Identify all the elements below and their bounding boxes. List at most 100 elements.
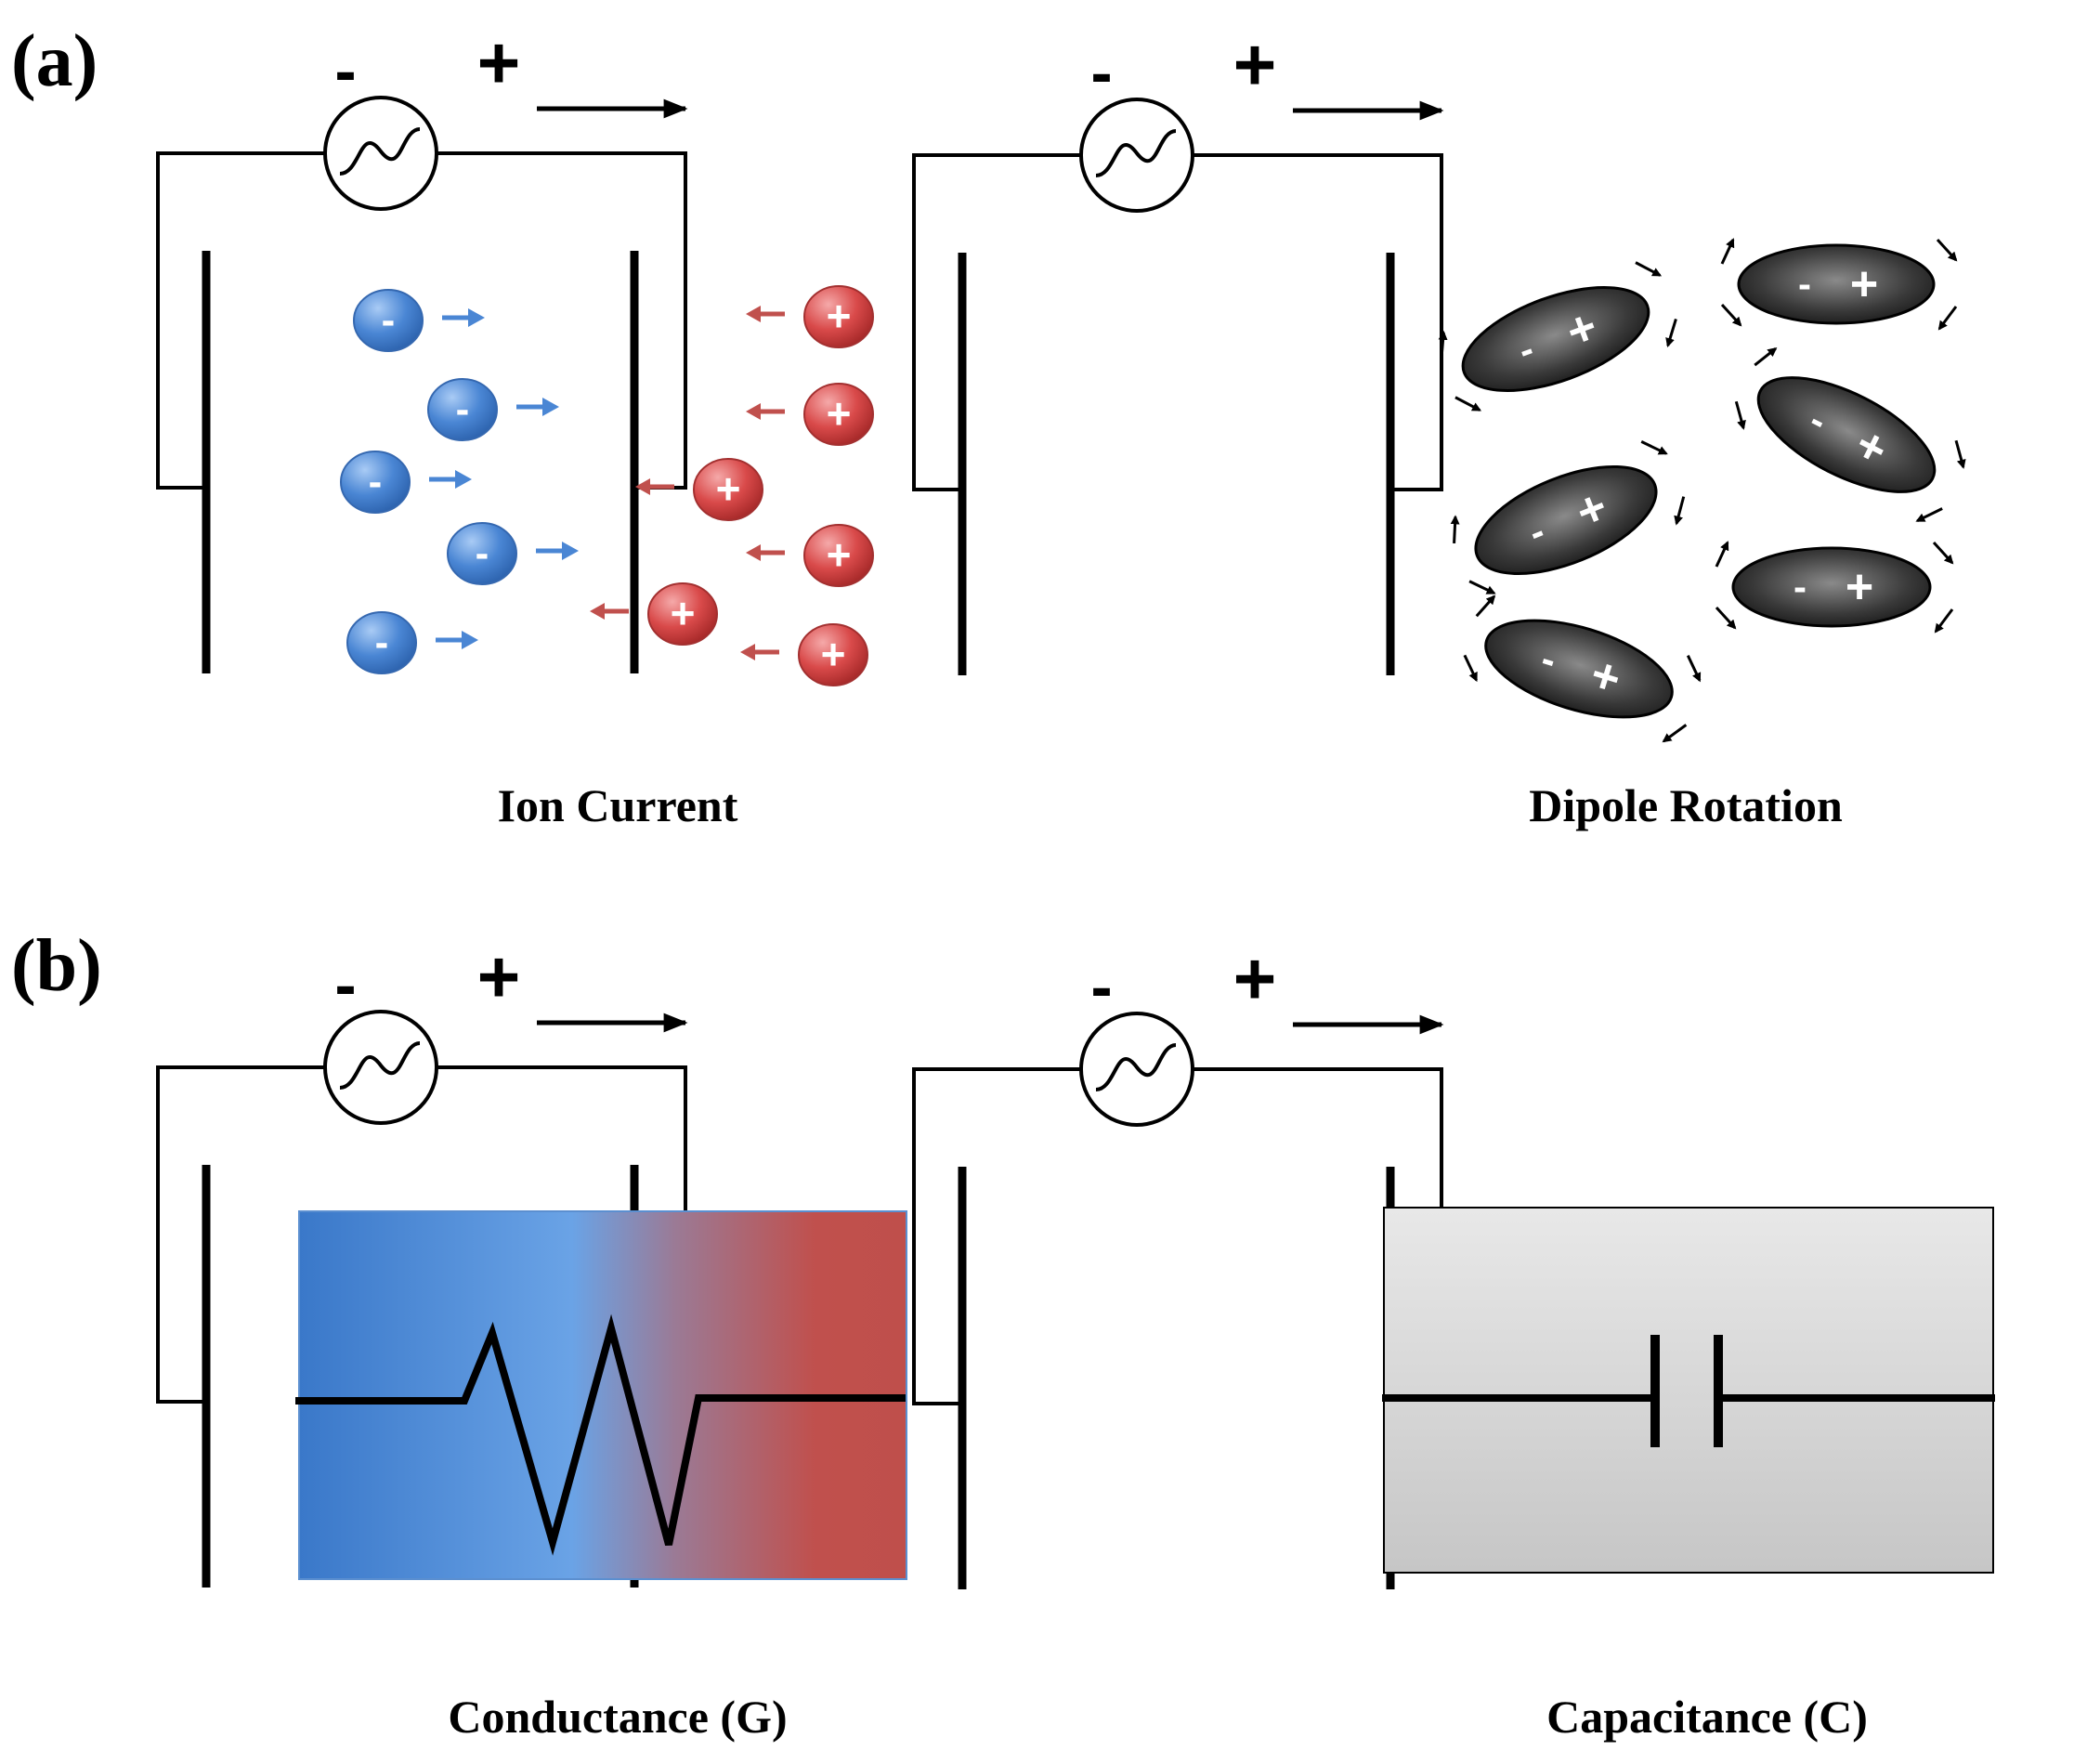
negative-ion: - [340,451,472,514]
ion-polarity-minus: - [334,34,356,107]
positive-ion-sign: + [671,589,696,637]
rotation-arrow-icon [1937,306,1958,331]
negative-ion-body [340,451,411,514]
rotation-arrow-icon [1715,541,1729,568]
negative-ion: - [447,522,579,585]
ion-polarity-plus: + [477,21,521,104]
positive-ion: + [746,524,874,587]
dipole-polarity-minus: - [1090,36,1112,109]
panel-label-a: (a) [11,20,98,102]
positive-ion-sign: + [716,464,741,513]
negative-ion-sign: - [375,620,389,665]
ion-sine-wave-icon [339,127,421,176]
rotation-arrow-icon [1475,595,1496,618]
negative-ion-arrow-head [455,470,472,489]
dipole-minus: - [1794,565,1807,608]
positive-ion-arrow-head [746,306,761,322]
positive-ion: + [740,623,868,686]
capacitance-sine-wave-icon [1095,1043,1177,1091]
capacitance-panel [1382,1207,1995,1574]
dipole-plus: + [1850,257,1878,311]
positive-ion-arrow-head [590,603,605,620]
dipole-molecule: -+ [1734,347,1966,523]
resistor-symbol [295,1313,906,1556]
dipole-sine-wave-icon [1095,129,1177,177]
positive-ion: + [590,582,718,646]
negative-ion-sign: - [369,459,383,504]
dipole-wire-left [912,153,1081,491]
negative-ion-arrow-head [468,308,485,327]
dipole-wire-right [1193,153,1443,491]
rotation-arrow-icon [1640,440,1668,455]
rotation-arrow-icon [1450,515,1460,544]
negative-ion-body [447,522,517,585]
negative-ion: - [353,289,485,352]
positive-ion-sign: + [821,630,846,678]
positive-ion-sign: + [827,530,852,579]
caption-ion-current: Ion Current [498,779,738,831]
ion-wire-left [156,151,325,490]
rotation-arrow-icon [1454,396,1482,412]
ion-circuit: -+ [156,21,688,673]
conductance-wire-left [156,1065,325,1404]
dipole-molecule: -+ [1450,440,1686,595]
positive-ion: + [746,383,874,446]
caption-conductance: Conductance (G) [448,1691,787,1743]
conductance-polarity-minus: - [334,948,356,1021]
rotation-arrow-icon [1936,238,1958,262]
positive-ion-arrow-head [635,478,650,495]
capacitance-polarity-minus: - [1090,950,1112,1023]
positive-ion-body [647,582,718,646]
negative-ion-arrow-head [542,398,559,416]
positive-ion-arrow-head [746,403,761,420]
ion-current-panel: - - - - - + + + + + + [340,285,874,686]
conductance-polarity-plus: + [477,935,521,1018]
rotation-arrow-icon [1954,439,1966,469]
positive-ion-arrow-head [740,644,755,660]
positive-ion-body [798,623,868,686]
circuits: -+-+-+-+ [156,21,1444,1589]
negative-ion-arrow-head [562,542,579,560]
rotation-arrow-icon [1754,347,1778,367]
capacitance-circuit: -+ [912,937,1444,1589]
conductance-panel [295,1210,907,1580]
negative-ion-body [427,378,498,441]
dipole-body [1474,464,1658,576]
dipole-polarity-plus: + [1233,23,1277,106]
caption-capacitance: Capacitance (C) [1546,1691,1868,1743]
dipole-molecule: -+ [1438,261,1677,412]
conductance-sine-wave-icon [339,1041,421,1090]
rotation-arrow-icon [1635,261,1663,277]
positive-ion-sign: + [827,389,852,438]
negative-ion-arrow-head [462,631,478,649]
dipole-body [1737,243,1936,325]
rotation-arrow-icon [1720,303,1742,327]
positive-ion-body [803,524,874,587]
positive-ion: + [746,285,874,348]
caption-dipole-rotation: Dipole Rotation [1529,779,1843,831]
rotation-arrow-icon [1720,238,1735,265]
rotation-arrow-icon [1662,724,1688,743]
negative-ion: - [427,378,559,441]
dipole-body [1484,619,1674,719]
positive-ion-body [803,285,874,348]
dipole-rotation-panel: -+-+-+-+-+-+ [1438,238,1966,743]
rotation-arrow-icon [1934,608,1954,634]
rotation-arrow-icon [1468,580,1496,595]
dipole-circuit: -+ [912,23,1444,675]
dipole-body [1756,376,1937,493]
capacitance-wire-left [912,1067,1081,1405]
negative-ion-sign: - [456,386,470,432]
rotation-arrow-icon [1674,496,1686,526]
positive-ion: + [635,458,763,521]
dipole-body [1731,546,1932,628]
positive-ion-body [693,458,763,521]
dipole-molecule: -+ [1463,595,1702,743]
negative-ion: - [346,611,478,674]
rotation-arrow-icon [1686,655,1702,683]
positive-ion-body [803,383,874,446]
negative-ion-sign: - [476,530,489,576]
rotation-arrow-icon [1463,654,1478,683]
rotation-arrow-icon [1665,318,1677,348]
